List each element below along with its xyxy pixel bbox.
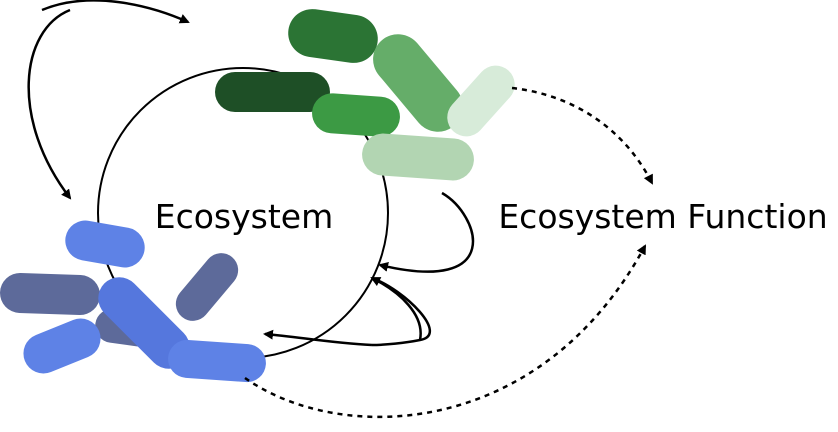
bacterium-blue-1 — [65, 220, 145, 268]
ecosystem-label: Ecosystem — [155, 197, 334, 236]
bacterium-blue-3 — [175, 253, 239, 321]
bacterium-green-2 — [373, 34, 463, 132]
bacterium-green-6 — [362, 133, 474, 181]
arrow-right-middle-head — [370, 276, 422, 341]
bacterium-green-3 — [215, 72, 330, 112]
bacterium-green-4 — [312, 93, 400, 137]
arrow-right-middle-start — [263, 329, 373, 347]
bacterium-blue-5 — [98, 277, 190, 369]
bacterium-blue-2 — [0, 272, 100, 316]
bacterium-blue-7 — [168, 339, 266, 383]
green-bacteria-cluster — [215, 9, 515, 181]
bacterium-green-1 — [288, 9, 378, 63]
arrow-top-curve — [27, 8, 72, 200]
arrow-right-upper — [378, 191, 475, 273]
bacterium-blue-6 — [23, 318, 101, 374]
dashed-arrow-green-to-function — [511, 86, 654, 185]
arrow-top-head-curve — [41, 0, 190, 24]
dashed-arrow-blue-to-function — [244, 244, 647, 419]
arrow-right-middle — [371, 276, 432, 347]
bacterium-green-5 — [447, 65, 515, 137]
ecosystem-function-label: Ecosystem Function — [498, 197, 827, 236]
blue-bacteria-cluster — [0, 220, 266, 383]
